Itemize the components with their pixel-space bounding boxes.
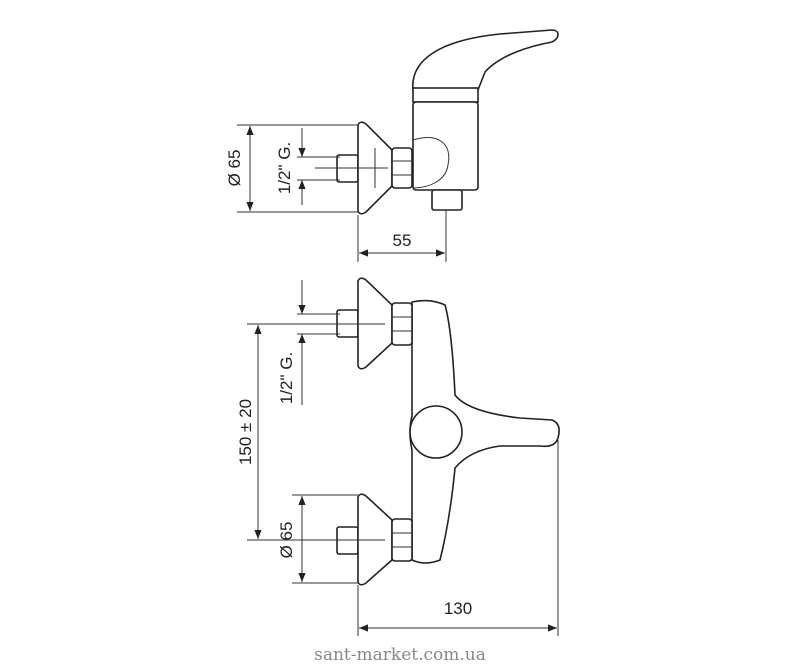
side-view: Ø 65 1/2" G. 55 [225,29,559,262]
handle-cap [412,87,479,103]
upper-hex-nut [391,302,413,346]
lever-hub [409,405,463,459]
side-thread-label: 1/2" G. [275,142,294,194]
hex-nut [391,147,413,189]
front-thread-label: 1/2" G. [277,352,296,404]
faucet-body [409,299,560,564]
spacing-label: 150 ± 20 [236,399,255,465]
depth-label: 55 [393,231,412,250]
front-view: 1/2" G. 150 ± 20 Ø 65 130 [236,277,560,636]
outlet-connector [431,189,463,211]
watermark: sant-market.com.ua [314,645,486,665]
body-elbow [412,137,450,189]
width-label: 130 [444,599,472,618]
lower-hex-nut [391,518,413,562]
front-diameter-label: Ø 65 [277,522,296,559]
lever-handle [412,29,559,91]
side-diameter-label: Ø 65 [225,150,244,187]
